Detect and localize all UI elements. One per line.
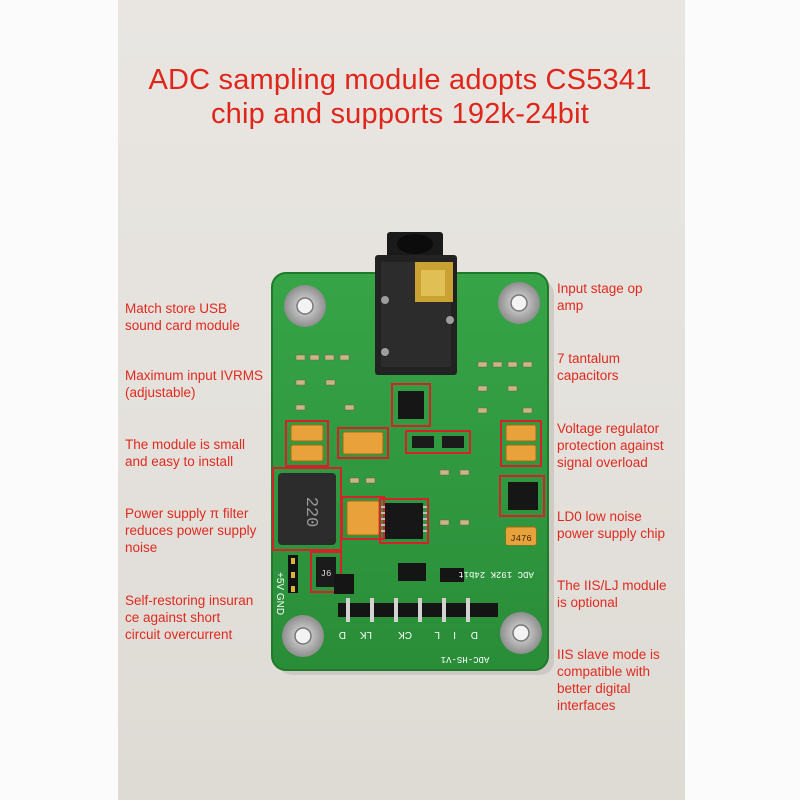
callout-pi-filter: Power supply π filter reduces power supp… bbox=[125, 506, 257, 555]
callout-voltage-protection: Voltage regulator protection against sig… bbox=[557, 421, 664, 470]
power-inductor: 220 bbox=[278, 473, 336, 545]
svg-text:D: D bbox=[471, 629, 478, 640]
right-white-margin bbox=[685, 0, 800, 800]
mounting-hole-bottom-left bbox=[282, 615, 324, 657]
adc-chip-cs5341 bbox=[385, 503, 423, 539]
svg-text:I: I bbox=[453, 629, 456, 640]
callout-tantalum: 7 tantalum capacitors bbox=[557, 351, 621, 383]
pcb-spec-label: ADC 192K 24bit bbox=[458, 569, 534, 579]
title-line-1: ADC sampling module adopts CS5341 bbox=[148, 64, 652, 96]
op-amp-chip bbox=[398, 391, 424, 419]
svg-text:L: L bbox=[434, 629, 440, 640]
svg-text:220: 220 bbox=[301, 497, 320, 528]
callout-op-amp: Input stage op amp bbox=[557, 281, 643, 313]
ldo-chip bbox=[508, 482, 538, 510]
left-white-margin bbox=[0, 0, 118, 800]
pcb-model-label: ADC-HS-V1 bbox=[441, 654, 490, 664]
tantalum-j476 bbox=[506, 528, 536, 545]
power-header bbox=[288, 555, 298, 593]
resettable-fuse bbox=[316, 557, 336, 587]
callout-fuse: Self-restoring insuran ce against short … bbox=[125, 593, 254, 642]
svg-text:D: D bbox=[339, 629, 346, 640]
callout-iis-slave: IIS slave mode is compatible with better… bbox=[557, 647, 660, 713]
iis-output-header bbox=[338, 598, 498, 622]
mounting-hole-top-right bbox=[498, 282, 540, 324]
title-line-2: chip and supports 192k-24bit bbox=[210, 98, 589, 130]
svg-text:CK: CK bbox=[398, 629, 412, 640]
audio-jack bbox=[375, 232, 457, 375]
svg-text:LK: LK bbox=[359, 629, 372, 640]
callout-iis-optional: The IIS/LJ module is optional bbox=[557, 578, 667, 610]
callout-small-size: The module is small and easy to install bbox=[125, 437, 246, 469]
op-amp-highlight bbox=[391, 383, 431, 427]
protection-diode-1 bbox=[412, 436, 434, 448]
protection-diode-2 bbox=[442, 436, 464, 448]
mounting-hole-top-left bbox=[284, 285, 326, 327]
power-label: +5V GND bbox=[274, 572, 285, 615]
svg-text:J6: J6 bbox=[321, 569, 332, 579]
callout-ldo: LD0 low noise power supply chip bbox=[557, 509, 666, 541]
callout-input-level: Maximum input IVRMS (adjustable) bbox=[125, 368, 264, 400]
mounting-hole-bottom-right bbox=[500, 612, 542, 654]
callout-usb-match: Match store USB sound card module bbox=[125, 301, 240, 333]
tantalum-marking: J476 bbox=[510, 534, 532, 544]
